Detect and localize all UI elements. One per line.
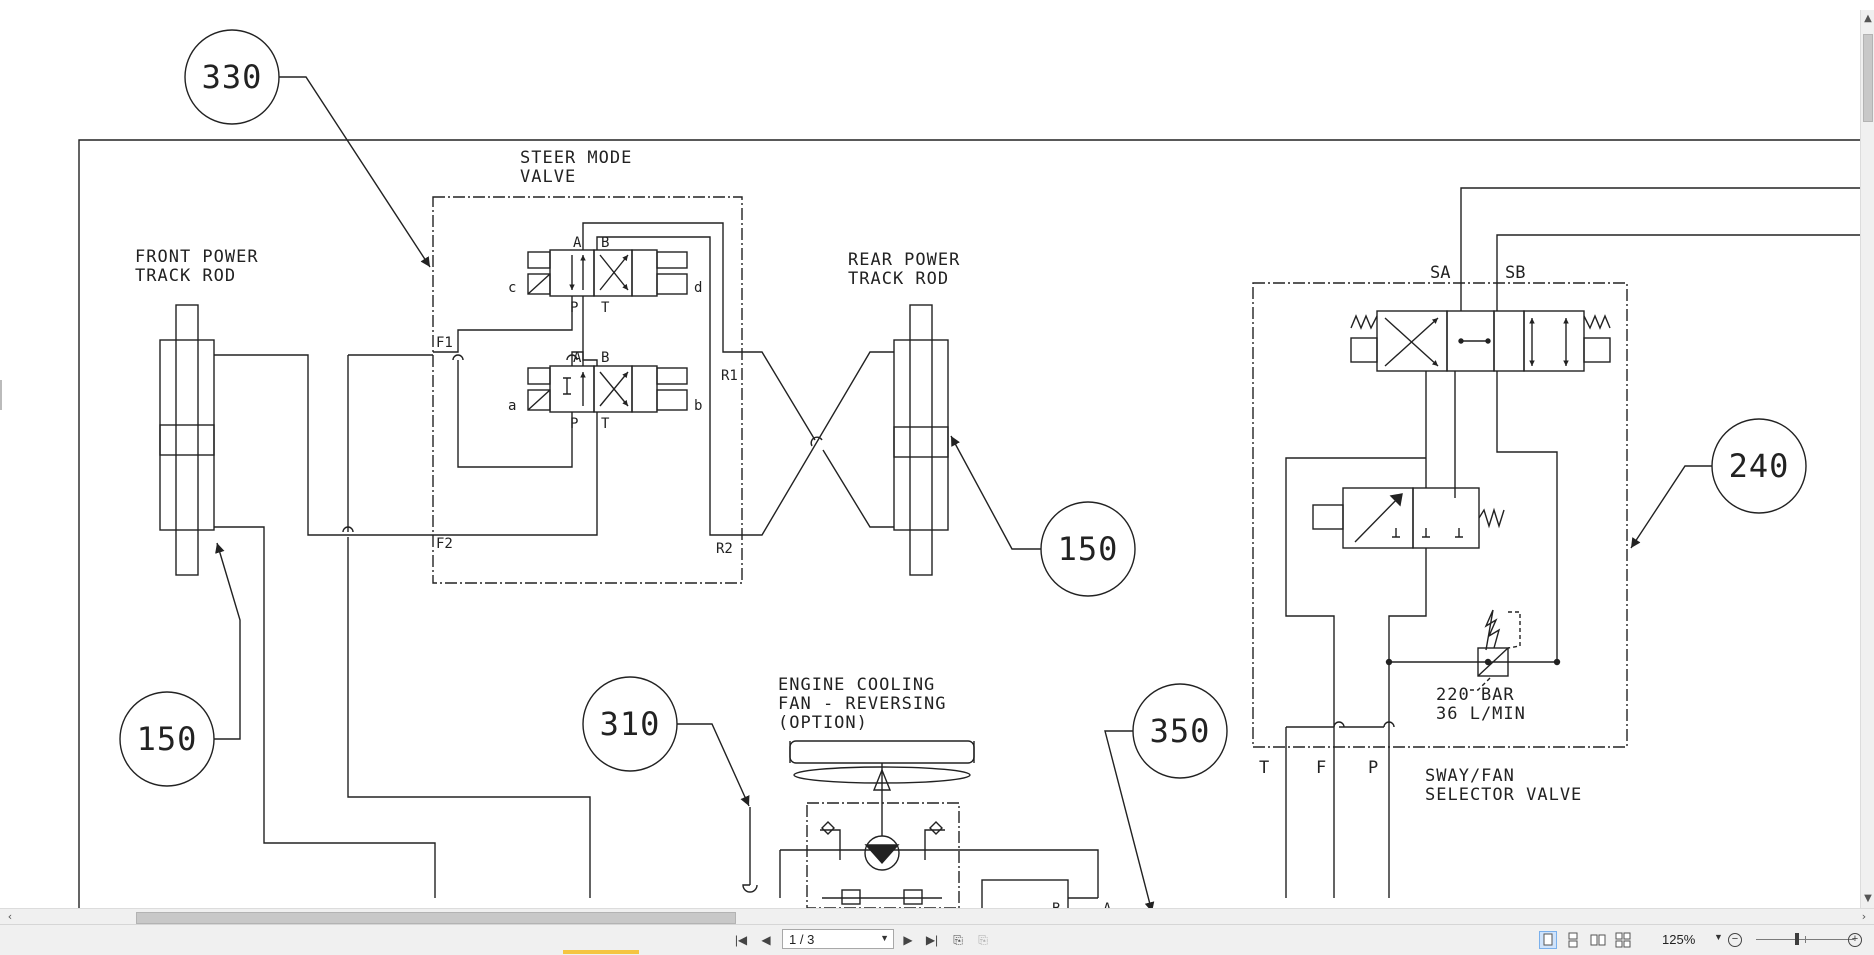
port-d: d: [694, 280, 702, 296]
rear-track-rod-label-1: REAR POWER: [848, 250, 960, 270]
steer-mode-valve-box: [432, 196, 743, 584]
port-t-lower: T: [601, 416, 610, 432]
sway-fan-selector-box: [1252, 282, 1628, 748]
port-r2: R2: [716, 541, 733, 557]
port-f2: F2: [436, 536, 453, 552]
horizontal-scrollbar[interactable]: ‹ ›: [0, 908, 1874, 925]
port-p-lower: P: [570, 416, 578, 432]
horizontal-scroll-thumb[interactable]: [136, 912, 736, 924]
port-f: F: [1316, 758, 1326, 778]
highlight-marker: [563, 950, 639, 954]
engine-fan-label-3: (OPTION): [778, 713, 868, 733]
relief-setting-label-2: 36 L/MIN: [1436, 704, 1526, 724]
port-b-lower: B: [601, 350, 609, 366]
steer-valve-upper: [527, 249, 688, 297]
relief-valve: [1466, 609, 1521, 691]
page-number-field[interactable]: 1 / 3 ▼: [782, 929, 894, 949]
vertical-scrollbar[interactable]: ▲ ▼: [1860, 10, 1874, 908]
zoom-dropdown-icon[interactable]: ▼: [1714, 932, 1723, 942]
steer-mode-valve-label-1: STEER MODE: [520, 148, 632, 168]
port-c: c: [508, 280, 516, 296]
sway-fan-label-2: SELECTOR VALVE: [1425, 785, 1582, 805]
steer-mode-valve-label-2: VALVE: [520, 167, 576, 187]
callout-310: 310: [600, 705, 661, 743]
viewer-status-bar: |◀ ◀ 1 / 3 ▼ ▶ ▶| ⎘ ⎘ 125% ▼ − +: [0, 924, 1874, 955]
facing-view-icon[interactable]: [1589, 931, 1607, 949]
port-f1: F1: [436, 335, 453, 351]
page-indicator: 1 / 3: [789, 932, 815, 947]
port-p: P: [1368, 758, 1378, 778]
relief-setting-label-1: 220 BAR: [1436, 685, 1515, 705]
engine-fan-label-1: ENGINE COOLING: [778, 675, 935, 695]
previous-page-icon[interactable]: ◀: [761, 933, 771, 947]
callout-150-front: 150: [137, 720, 198, 758]
continuous-facing-view-icon[interactable]: [1614, 931, 1632, 949]
callout-350: 350: [1150, 712, 1211, 750]
port-sa: SA: [1430, 263, 1450, 283]
page-dropdown-icon[interactable]: ▼: [880, 933, 889, 943]
port-r1: R1: [721, 368, 738, 384]
front-track-rod-label-1: FRONT POWER: [135, 247, 259, 267]
fan-motor-box: [806, 802, 960, 908]
zoom-slider-tick: [1805, 936, 1806, 943]
port-t-upper: T: [601, 300, 610, 316]
single-page-view-icon[interactable]: [1539, 931, 1557, 949]
port-b-solenoid: b: [694, 398, 702, 414]
last-page-icon[interactable]: ▶|: [925, 933, 939, 947]
rear-track-rod-cylinder: [893, 304, 949, 576]
vertical-scroll-thumb[interactable]: [1863, 34, 1873, 122]
callout-240: 240: [1729, 447, 1790, 485]
port-p-upper: P: [570, 300, 578, 316]
left-edge-marker: [0, 380, 2, 410]
first-page-icon[interactable]: |◀: [734, 933, 748, 947]
zoom-out-icon[interactable]: −: [1728, 933, 1742, 947]
port-t: T: [1259, 758, 1269, 778]
front-track-rod-cylinder: [159, 304, 215, 576]
engine-fan-symbol: [789, 740, 975, 791]
drawing-border: [78, 139, 1860, 908]
port-b-upper: B: [601, 235, 609, 251]
scroll-down-arrow-icon[interactable]: ▼: [1864, 893, 1872, 904]
steer-valve-lower: [527, 365, 688, 413]
scroll-left-arrow-icon[interactable]: ‹: [7, 910, 13, 923]
sway-fan-label-1: SWAY/FAN: [1425, 766, 1515, 786]
port-motor-b: B: [1052, 901, 1060, 908]
scroll-up-arrow-icon[interactable]: ▲: [1864, 13, 1872, 24]
document-viewport[interactable]: 330 150 150 310 350 240 STEER MODE VALVE…: [0, 10, 1860, 908]
zoom-slider-thumb[interactable]: [1795, 933, 1799, 945]
callout-330: 330: [202, 58, 263, 96]
zoom-level[interactable]: 125%: [1662, 932, 1696, 947]
go-forward-view-icon[interactable]: ⎘: [978, 933, 988, 947]
hydraulic-schematic: 330 150 150 310 350 240 STEER MODE VALVE…: [78, 29, 1860, 908]
sway-fan-directional-valve: [1350, 310, 1611, 372]
go-back-view-icon[interactable]: ⎘: [953, 933, 963, 947]
callout-150-rear: 150: [1058, 530, 1119, 568]
front-track-rod-label-2: TRACK ROD: [135, 266, 236, 286]
scroll-right-arrow-icon[interactable]: ›: [1861, 910, 1867, 923]
port-motor-a: A: [1103, 901, 1112, 908]
next-page-icon[interactable]: ▶: [903, 933, 913, 947]
port-a-solenoid: a: [508, 398, 516, 414]
port-a-upper: A: [573, 235, 582, 251]
engine-fan-label-2: FAN - REVERSING: [778, 694, 947, 714]
rear-track-rod-label-2: TRACK ROD: [848, 269, 949, 289]
port-a-lower: A: [573, 350, 582, 366]
zoom-in-icon[interactable]: +: [1848, 933, 1862, 947]
continuous-view-icon[interactable]: [1564, 931, 1582, 949]
sway-fan-solenoid-valve: [1312, 487, 1505, 549]
port-sb: SB: [1505, 263, 1525, 283]
